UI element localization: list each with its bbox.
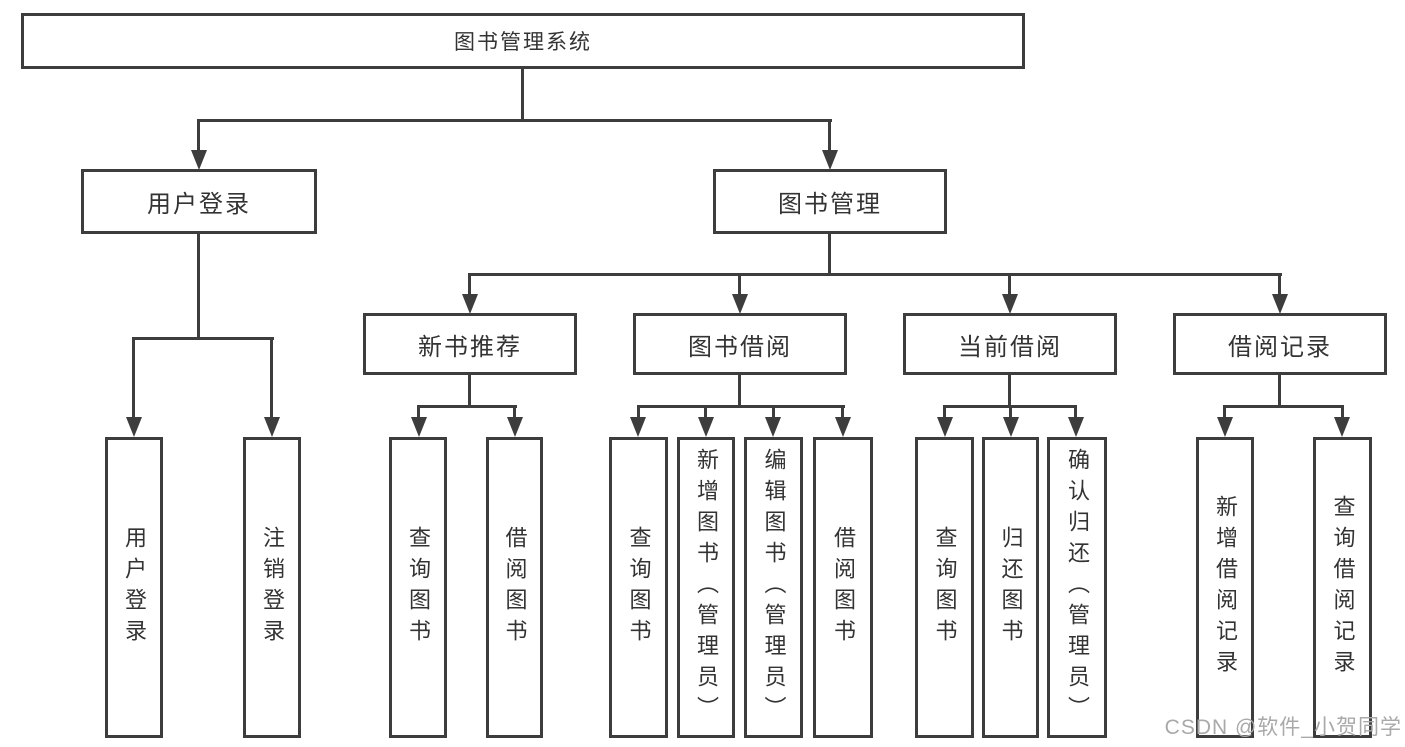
node-label: 借阅图书: [502, 525, 528, 650]
connector-user-bar: [132, 337, 274, 340]
node-label: 图书管理: [778, 191, 882, 218]
arrowhead-recommend: [462, 294, 478, 314]
node-label: 查询图书: [626, 525, 652, 650]
leaf-borrow-books-recommend: 借阅图书: [486, 437, 543, 738]
arrowhead-records: [1272, 294, 1288, 314]
arrowhead: [1003, 417, 1019, 437]
connector-drop-book-mgmt: [828, 119, 831, 152]
connector-recommend-bar: [417, 405, 517, 408]
arrowhead-login: [126, 417, 142, 437]
arrowhead: [937, 417, 953, 437]
connector-drop: [417, 405, 420, 420]
connector-root-stem: [521, 68, 524, 119]
arrowhead: [507, 417, 523, 437]
node-label: 归还图书: [998, 525, 1024, 650]
leaf-query-borrow-record: 查询借阅记录: [1313, 437, 1372, 738]
leaf-confirm-return-admin: 确认归还（管理员）: [1047, 437, 1107, 738]
connector-drop: [943, 405, 946, 420]
connector-drop-borrow: [738, 273, 741, 296]
node-label: 用户登录: [122, 525, 147, 650]
node-label: 查询图书: [932, 525, 958, 650]
arrowhead-current: [1002, 294, 1018, 314]
arrowhead-logout: [264, 417, 280, 437]
arrowhead: [698, 417, 714, 437]
csdn-watermark: CSDN @软件_小贺同学: [1164, 716, 1402, 739]
arrowhead: [765, 417, 781, 437]
connector-drop: [1009, 405, 1012, 420]
leaf-edit-books-admin: 编辑图书（管理员）: [744, 437, 803, 738]
node-borrow-records: 借阅记录: [1173, 313, 1387, 375]
arrowhead-user-login: [191, 150, 207, 170]
connector-drop: [841, 405, 844, 420]
connector-mgmt-stem: [828, 233, 831, 275]
node-label: 新增图书（管理员）: [694, 448, 719, 727]
connector-drop: [772, 405, 775, 420]
leaf-return-books: 归还图书: [982, 437, 1039, 738]
leaf-add-books-admin: 新增图书（管理员）: [677, 437, 735, 738]
connector-drop: [704, 405, 707, 420]
leaf-query-books-borrow: 查询图书: [609, 437, 668, 738]
connector-drop-logout: [270, 337, 273, 420]
connector-drop: [1341, 405, 1344, 420]
leaf-query-books-recommend: 查询图书: [389, 437, 447, 738]
node-label: 当前借阅: [958, 333, 1062, 361]
leaf-user-login: 用户登录: [105, 437, 163, 738]
node-label: 借阅记录: [1228, 333, 1332, 361]
node-label: 注销登录: [260, 525, 285, 650]
connector-borrow-stem: [738, 375, 741, 407]
node-label: 图书管理系统: [454, 31, 592, 54]
arrowhead: [630, 417, 646, 437]
connector-drop-user-login: [197, 119, 200, 152]
arrowhead: [411, 417, 427, 437]
arrowhead-borrow: [732, 294, 748, 314]
connector-borrow-bar: [637, 405, 845, 408]
arrowhead: [1334, 417, 1350, 437]
connector-user-stem: [197, 233, 200, 339]
node-label: 查询借阅记录: [1330, 494, 1356, 681]
node-label: 图书借阅: [688, 333, 792, 361]
node-label: 新增借阅记录: [1213, 494, 1238, 681]
node-library-system: 图书管理系统: [21, 13, 1025, 69]
connector-mgmt-bar: [468, 273, 1282, 276]
node-current-borrow: 当前借阅: [903, 313, 1117, 375]
arrowhead: [835, 417, 851, 437]
node-label: 确认归还（管理员）: [1065, 448, 1090, 727]
arrowhead: [1217, 417, 1233, 437]
node-label: 查询图书: [406, 525, 431, 650]
node-book-management: 图书管理: [713, 169, 947, 234]
node-new-book-recommend: 新书推荐: [363, 313, 577, 375]
node-label: 借阅图书: [831, 525, 856, 650]
connector-drop-login: [132, 337, 135, 420]
node-label: 用户登录: [147, 191, 251, 218]
node-label: 新书推荐: [418, 333, 522, 361]
connector-current-stem: [1008, 375, 1011, 407]
connector-drop: [637, 405, 640, 420]
leaf-add-borrow-record: 新增借阅记录: [1196, 437, 1254, 738]
connector-drop-recommend: [468, 273, 471, 296]
connector-drop-records: [1278, 273, 1281, 296]
leaf-query-books-current: 查询图书: [915, 437, 974, 738]
connector-drop: [1223, 405, 1226, 420]
node-user-login: 用户登录: [81, 169, 317, 234]
arrowhead-book-mgmt: [822, 150, 838, 170]
connector-drop-current: [1008, 273, 1011, 296]
connector-root-bar: [197, 119, 832, 122]
connector-recommend-stem: [468, 375, 471, 407]
connector-records-bar: [1223, 405, 1344, 408]
connector-records-stem: [1278, 375, 1281, 407]
connector-drop: [513, 405, 516, 420]
connector-drop: [1074, 405, 1077, 420]
arrowhead: [1068, 417, 1084, 437]
node-book-borrow: 图书借阅: [633, 313, 847, 375]
node-label: 编辑图书（管理员）: [761, 448, 787, 727]
leaf-borrow-books: 借阅图书: [813, 437, 873, 738]
leaf-logout: 注销登录: [243, 437, 301, 738]
